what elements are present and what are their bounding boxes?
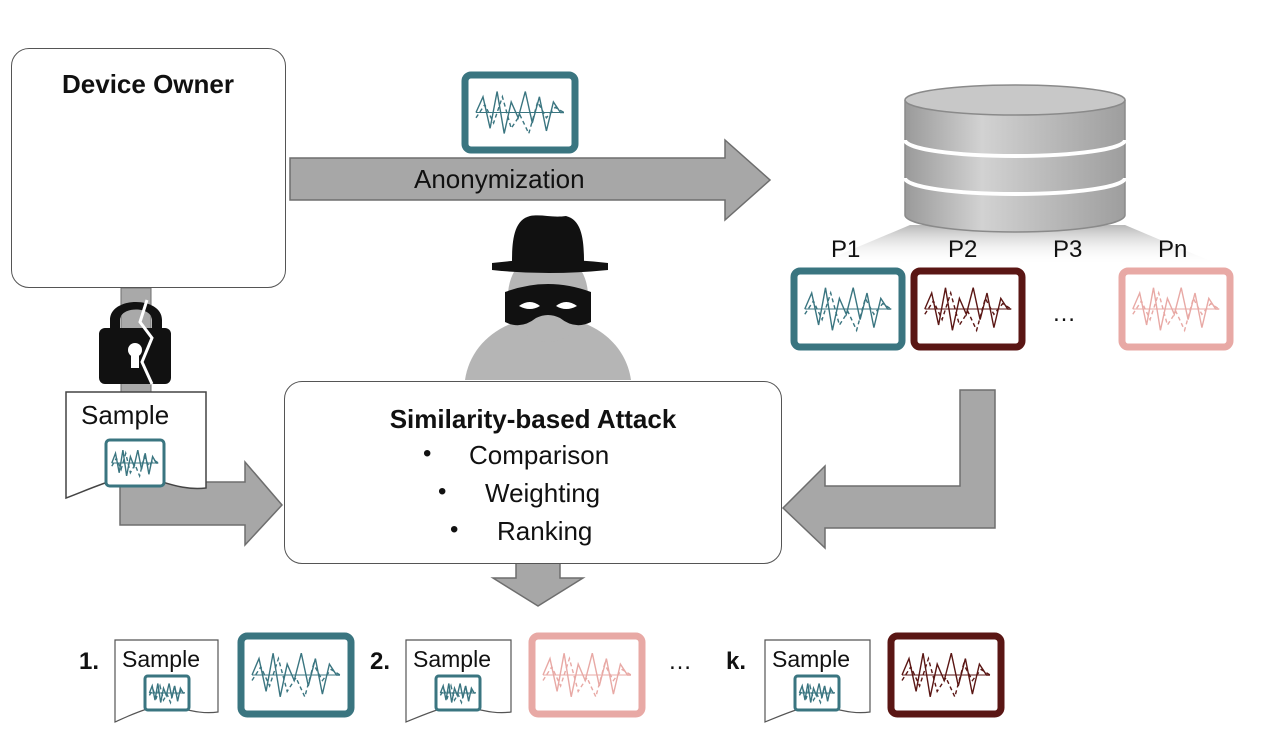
anonymization-arrow	[289, 138, 772, 222]
device-owner-box: Device Owner	[11, 48, 286, 288]
attack-step-bullet: •	[450, 516, 459, 543]
attack-title: Similarity-based Attack	[389, 404, 677, 434]
topk-rank-2: 2.	[370, 648, 391, 675]
topk-ellipsis: …	[668, 648, 692, 675]
topk-rank-k: k.	[726, 648, 747, 675]
anonymization-label: Anonymization	[414, 164, 585, 194]
topk-sample-signal-k	[793, 674, 841, 712]
attack-step-bullet: •	[423, 440, 432, 467]
topk-rank-1: 1.	[79, 648, 100, 675]
topk-sample-signal-2	[434, 674, 482, 712]
device-owner-title: Device Owner	[62, 69, 234, 99]
attack-box: Similarity-based Attack • Comparison • Weig…	[284, 381, 782, 564]
topk-monitor-1	[237, 632, 355, 718]
signal-monitors	[104, 71, 1234, 718]
database-fan	[815, 225, 1220, 265]
profile-monitor-p2	[910, 267, 1026, 351]
profile-label-p2: P2	[948, 236, 978, 263]
profile-ellipsis: …	[1052, 300, 1076, 327]
profile-label-p1: P1	[831, 236, 861, 263]
topk-sample-label-k: Sample	[772, 646, 850, 672]
attack-step-comparison: Comparison	[469, 440, 610, 470]
sample-signal-icon	[104, 438, 166, 488]
topk-sample-label-1: Sample	[122, 646, 200, 672]
broken-lock-icon	[99, 299, 171, 385]
topk-sample-signal-1	[143, 674, 191, 712]
attack-to-topk-arrow	[490, 559, 586, 607]
database-icon	[903, 84, 1127, 233]
profile-label-p3: P3	[1053, 236, 1083, 263]
spy-icon	[465, 215, 631, 380]
profile-monitor-pn	[1118, 267, 1234, 351]
topk-sample-label-2: Sample	[413, 646, 491, 672]
anonymization-signal-icon	[461, 71, 579, 154]
profile-monitor-p1	[790, 267, 906, 351]
attack-step-weighting: Weighting	[485, 478, 601, 508]
sample-label: Sample	[81, 400, 170, 430]
topk-monitor-2	[528, 632, 646, 718]
topk-monitor-k	[887, 632, 1005, 718]
dataowner-to-attack-arrow	[781, 389, 996, 550]
attack-step-ranking: Ranking	[497, 516, 593, 546]
attack-step-bullet: •	[438, 478, 447, 505]
profile-label-pn: Pn	[1158, 236, 1188, 263]
